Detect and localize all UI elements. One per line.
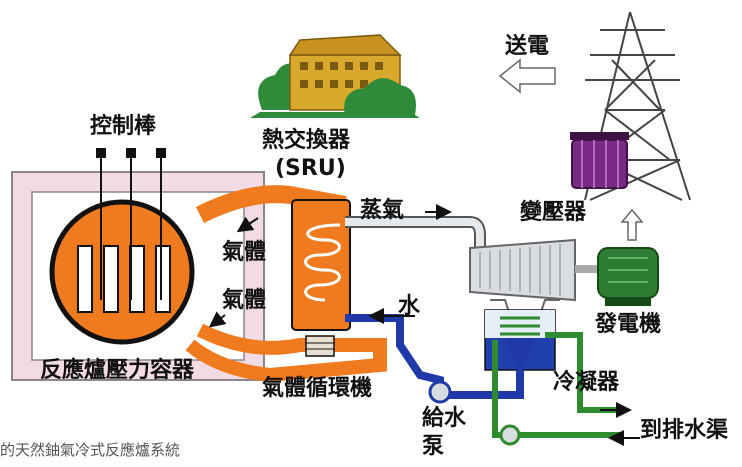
steam-label: 蒸氣 xyxy=(360,198,405,223)
feed-pump-label-line2: 泵 xyxy=(422,434,445,459)
gas-lower-label: 氣體 xyxy=(222,288,267,313)
sru-label: (SRU) xyxy=(275,156,346,181)
steam-pipe xyxy=(345,216,486,250)
heat-exchanger-label: 熱交換器 xyxy=(262,128,351,153)
heat-exchanger-vessel xyxy=(291,199,351,357)
power-transmission-label: 送電 xyxy=(505,34,550,59)
pressure-vessel-label: 反應爐壓力容器 xyxy=(40,358,195,383)
gas-circulator-label: 氣體循環機 xyxy=(262,376,373,401)
reactor-core xyxy=(49,199,195,345)
condenser-label: 冷凝器 xyxy=(553,370,620,395)
control-rods xyxy=(96,148,166,300)
generator xyxy=(597,247,659,306)
transmission-tower xyxy=(584,11,691,201)
feed-water-pump xyxy=(428,380,452,404)
transformer xyxy=(570,132,629,189)
generator-label: 發電機 xyxy=(595,312,662,337)
gas-loop xyxy=(185,185,387,383)
figure-caption: 的天然鈾氣冷式反應爐系統 xyxy=(0,441,181,459)
gas-upper-label: 氣體 xyxy=(222,240,267,265)
to-drainage-label: 到排水渠 xyxy=(640,418,729,443)
water-label: 水 xyxy=(398,294,421,319)
buildings xyxy=(250,34,420,118)
feed-pump-label-line1: 給水 xyxy=(422,406,467,431)
water-loop xyxy=(345,314,524,399)
transformer-label: 變壓器 xyxy=(520,200,587,225)
turbine xyxy=(469,238,600,302)
control-rods-label: 控制棒 xyxy=(90,114,157,139)
